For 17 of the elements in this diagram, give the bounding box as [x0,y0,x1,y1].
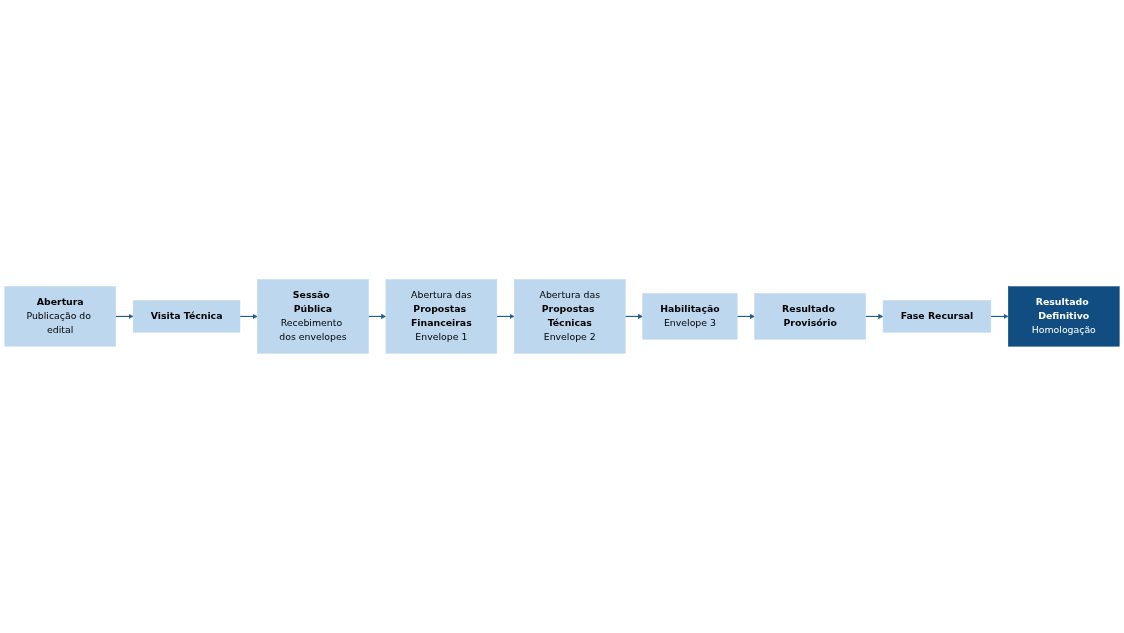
node-box: Habilitação Envelope 3 [642,293,738,340]
node-box: Visita Técnica [132,300,241,333]
arrow [736,313,755,320]
node-box: Abertura das Propostas Financeiras Envelope 1 [385,279,498,354]
arrow [865,313,884,320]
arrow [990,313,1009,320]
arrow [496,313,515,320]
arrow [367,313,387,320]
arrow [624,313,643,320]
node-box: Resultado Provisório [754,293,866,340]
node-box: Sessão Pública Recebimento dos envelopes [257,279,369,354]
node-box: Resultado Definitivo Homologação [1008,286,1120,347]
node-box: Fase Recursal [882,300,992,333]
node-box: Abertura das Propostas Técnicas Envelope 2 [514,279,626,354]
arrow [239,313,258,320]
node-box: Abertura Publicação do edital [4,286,116,347]
arrow [115,313,134,320]
